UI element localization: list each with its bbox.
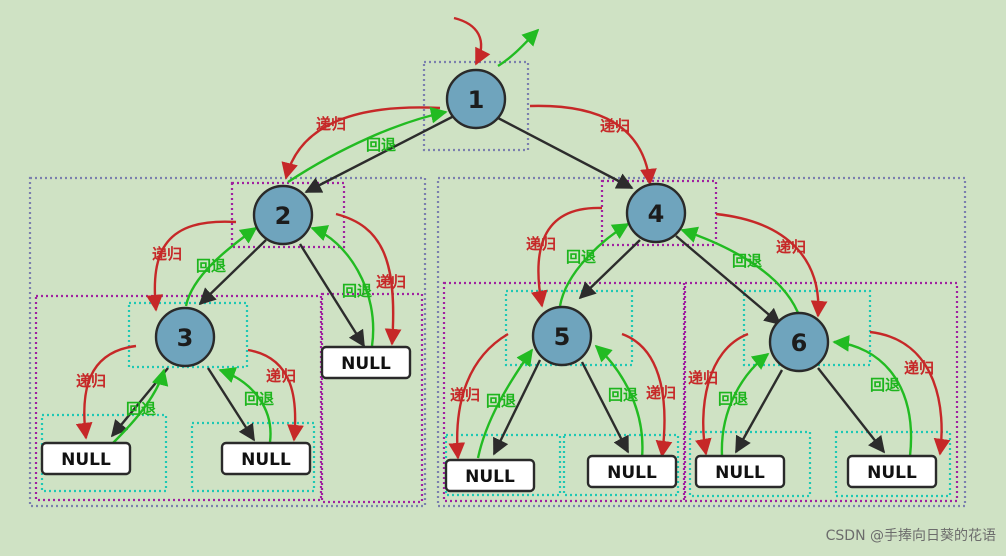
return-label: 回退 xyxy=(196,257,226,275)
recurse-label: 递归 xyxy=(600,117,630,135)
edge-2-3 xyxy=(198,239,267,306)
return-arrow-6-4 xyxy=(680,226,802,319)
left-subtree-box xyxy=(28,176,427,508)
tree-node-2 xyxy=(252,184,314,246)
null-node-left-of-3 xyxy=(40,441,132,476)
null-node-left-of-5 xyxy=(444,458,536,493)
edge-2-null xyxy=(298,243,366,348)
return-arrow-3-2 xyxy=(184,227,258,307)
edge-6-null-right xyxy=(817,367,886,454)
recurse-arrow-6-null-left xyxy=(695,332,749,456)
node-5-label: 5 xyxy=(554,323,571,351)
recurse-label: 递归 xyxy=(266,367,296,385)
null-right-of-2-box xyxy=(320,292,424,504)
edge-1-4 xyxy=(497,116,634,190)
watermark: CSDN @手捧向日葵的花语 xyxy=(826,527,996,544)
return-arrow-null-3-right xyxy=(218,367,272,443)
return-arrow-exit xyxy=(497,28,540,68)
recurse-label: 递归 xyxy=(450,386,480,404)
null-label: NULL xyxy=(241,450,291,470)
return-arrow-null-5-right xyxy=(594,344,644,459)
recurse-label: 递归 xyxy=(776,238,806,256)
return-label: 回退 xyxy=(718,390,748,408)
return-arrow-null-6-right xyxy=(832,334,913,457)
recurse-arrow-3-null-left xyxy=(75,344,137,440)
return-arrow-5-4 xyxy=(558,222,630,307)
node-4-label: 4 xyxy=(648,200,665,228)
null-node-left-of-6 xyxy=(694,454,786,489)
return-label: 回退 xyxy=(732,252,762,270)
recurse-label: 递归 xyxy=(526,235,556,253)
edge-3-null-right xyxy=(206,367,256,442)
return-label: 回退 xyxy=(244,390,274,408)
return-label: 回退 xyxy=(366,136,396,154)
null-label: NULL xyxy=(465,467,515,487)
recurse-arrow-entry xyxy=(453,16,491,66)
null-label: NULL xyxy=(715,463,765,483)
return-arrow-null-3-left xyxy=(111,368,169,445)
recurse-arrow-2-null xyxy=(335,212,402,346)
recurse-label: 递归 xyxy=(76,372,106,390)
recurse-arrow-3-null-right xyxy=(247,348,304,442)
tree-node-6 xyxy=(768,311,830,373)
return-arrow-null-6-left xyxy=(720,352,770,457)
recurse-arrow-1-2 xyxy=(281,106,441,180)
null-node-right-of-6 xyxy=(846,454,938,489)
return-arrow-2-1 xyxy=(287,106,448,184)
null-label: NULL xyxy=(867,463,917,483)
node6-subtree-box xyxy=(683,281,959,503)
edge-4-6 xyxy=(675,235,782,326)
return-label: 回退 xyxy=(566,248,596,266)
recurse-arrow-4-6 xyxy=(715,212,828,318)
return-arrow-null-2 xyxy=(310,225,375,347)
tree-node-4 xyxy=(625,182,687,244)
recurse-label: 递归 xyxy=(904,359,934,377)
null-6l-box xyxy=(688,430,812,498)
tree-node-5 xyxy=(531,305,593,367)
null-node-right-of-3 xyxy=(220,441,312,476)
return-label: 回退 xyxy=(342,282,372,300)
recurse-arrow-5-null-right xyxy=(621,332,673,458)
edge-5-null-right xyxy=(580,361,630,454)
edge-4-5 xyxy=(578,239,641,300)
node2-box xyxy=(230,181,346,249)
node-1-label: 1 xyxy=(468,86,485,114)
right-subtree-box xyxy=(436,176,967,508)
return-label: 回退 xyxy=(870,376,900,394)
recurse-label: 递归 xyxy=(376,273,406,291)
recurse-label: 递归 xyxy=(646,384,676,402)
recurse-arrow-1-4 xyxy=(529,104,657,186)
edge-5-null-left xyxy=(492,359,542,456)
return-label: 回退 xyxy=(126,400,156,418)
null-node-right-of-2 xyxy=(320,345,412,380)
edge-6-null-left xyxy=(734,369,784,454)
null-label: NULL xyxy=(341,354,391,374)
null-label: NULL xyxy=(61,450,111,470)
recurse-arrow-4-5 xyxy=(530,206,603,308)
recurse-arrow-5-null-left xyxy=(448,332,509,460)
return-label: 回退 xyxy=(608,386,638,404)
recurse-label: 递归 xyxy=(152,245,182,263)
node-3-label: 3 xyxy=(177,324,194,352)
recurse-label: 递归 xyxy=(316,115,346,133)
recurse-arrow-6-null-right xyxy=(869,330,951,456)
null-6r-box xyxy=(834,430,952,498)
null-label: NULL xyxy=(607,463,657,483)
edge-1-2 xyxy=(304,114,455,194)
node4-box xyxy=(600,179,718,247)
return-label: 回退 xyxy=(486,392,516,410)
tree-node-3 xyxy=(154,306,216,368)
null-node-right-of-5 xyxy=(586,454,678,489)
node-6-label: 6 xyxy=(791,329,808,357)
node5-subtree-box xyxy=(442,281,686,503)
node-2-label: 2 xyxy=(275,202,292,230)
tree-node-1 xyxy=(445,68,507,130)
recurse-label: 递归 xyxy=(688,369,718,387)
recurse-arrow-2-3 xyxy=(146,220,237,312)
return-arrow-null-5-left xyxy=(476,348,533,459)
